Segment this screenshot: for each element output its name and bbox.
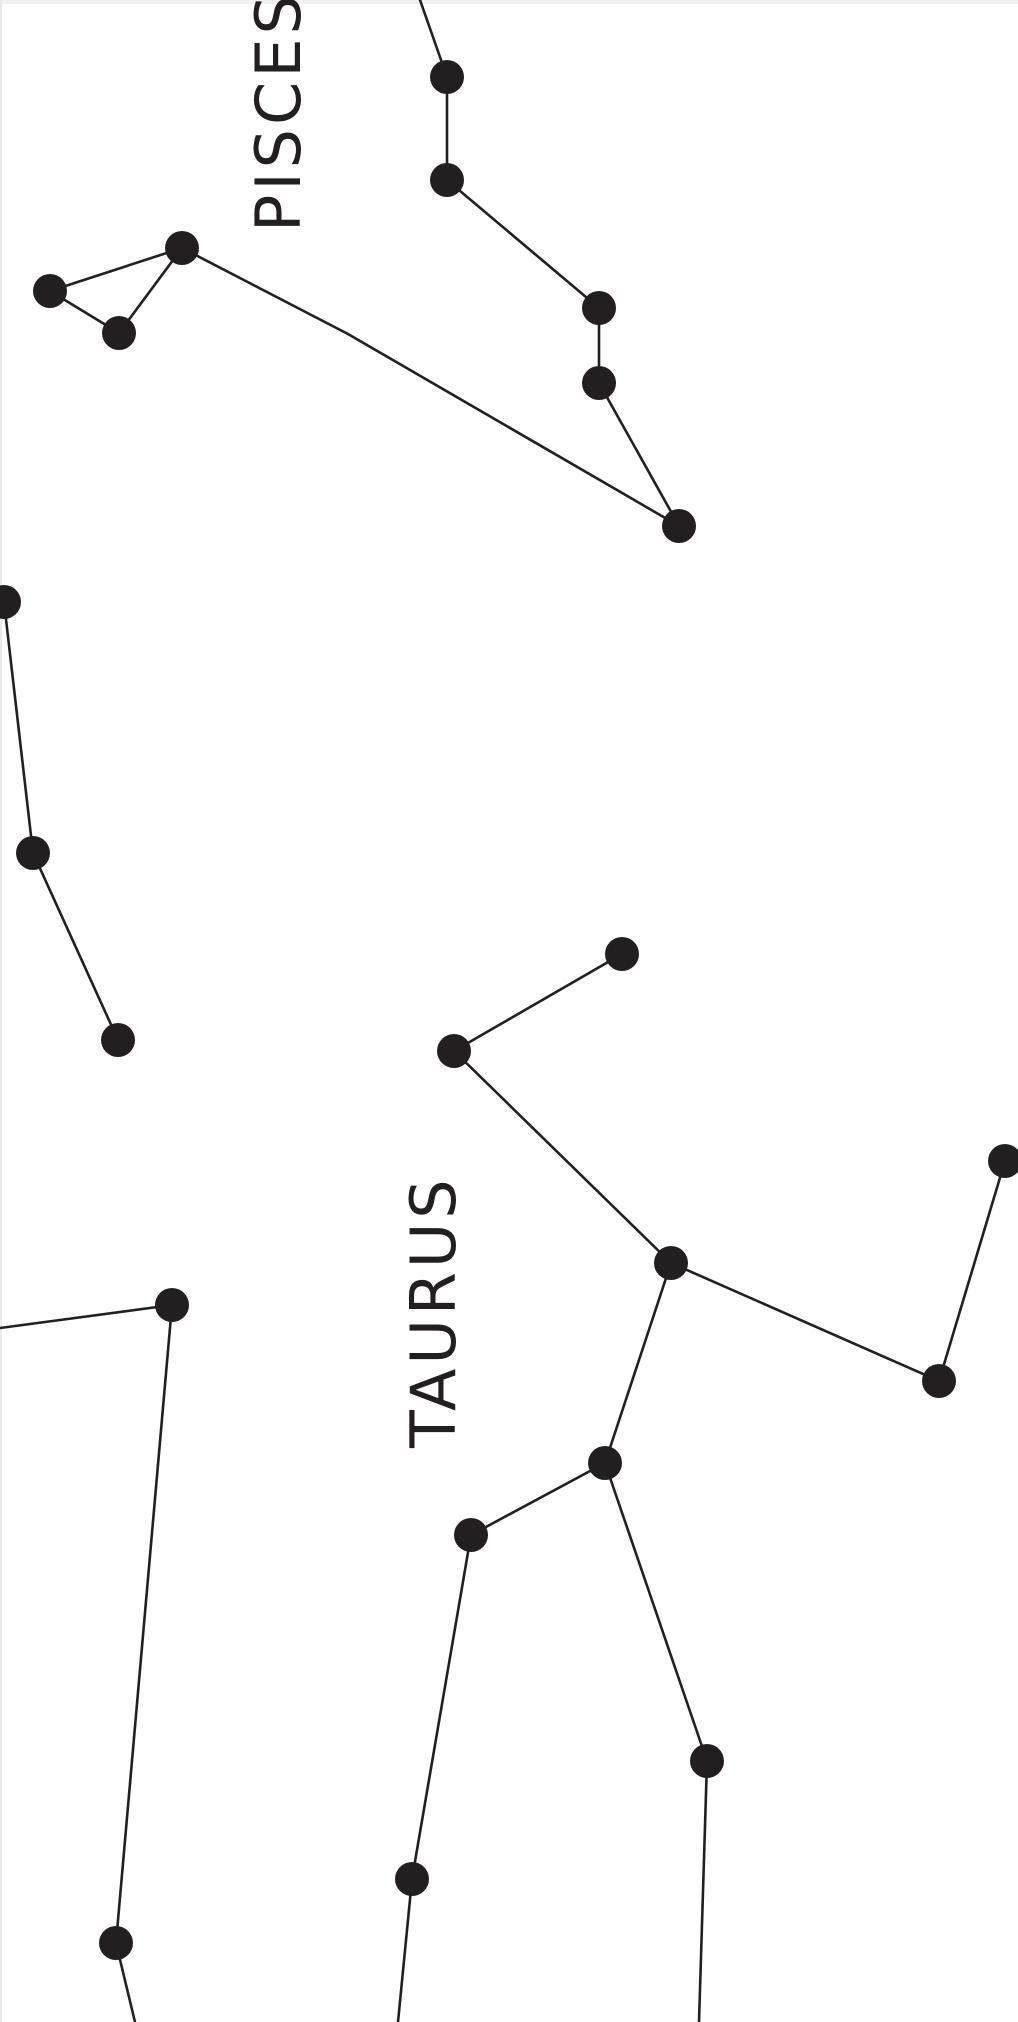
neighbor-star-4 <box>155 1288 189 1322</box>
top-edge-strip <box>0 0 1018 4</box>
taurus-star-7 <box>454 1518 488 1552</box>
pisces-label: PISCES <box>242 0 315 232</box>
pisces-star-8 <box>102 316 136 350</box>
pisces-star-7 <box>33 274 67 308</box>
taurus-connector-line-3 <box>671 1263 939 1381</box>
pisces-star-5 <box>662 509 696 543</box>
pisces-connector-line-3 <box>447 180 599 308</box>
neighbor-star-2 <box>16 836 50 870</box>
pisces-constellation: PISCES <box>33 0 696 543</box>
neighbor-connector-line-2 <box>33 853 118 1040</box>
neighbor-star-1 <box>0 585 21 619</box>
taurus-constellation: TAURUS <box>395 937 1018 2022</box>
taurus-star-8 <box>395 1862 429 1896</box>
taurus-star-5 <box>988 1144 1018 1178</box>
taurus-connector-line-2 <box>454 1051 671 1263</box>
taurus-star-3 <box>654 1246 688 1280</box>
taurus-star-6 <box>588 1446 622 1480</box>
taurus-connector-line-9 <box>605 1463 707 1761</box>
pisces-connector-line-8 <box>50 248 182 291</box>
taurus-connector-line-5 <box>605 1263 671 1463</box>
pisces-connector-line-6 <box>348 334 679 526</box>
taurus-label: TAURUS <box>397 1175 470 1449</box>
left-edge-strip <box>0 0 2 2022</box>
pisces-connector-line-5 <box>599 383 679 526</box>
taurus-star-2 <box>437 1034 471 1068</box>
pisces-star-4 <box>582 366 616 400</box>
neighboring-constellations <box>0 585 189 2022</box>
taurus-connector-line-4 <box>939 1161 1005 1381</box>
neighbor-star-3 <box>101 1023 135 1057</box>
neighbor-connector-line-1 <box>4 602 33 853</box>
pisces-star-6 <box>165 231 199 265</box>
pisces-star-3 <box>582 291 616 325</box>
taurus-connector-line-1 <box>454 954 622 1051</box>
taurus-star-9 <box>690 1744 724 1778</box>
neighbor-connector-line-4 <box>116 1305 172 1943</box>
neighbor-connector-line-3 <box>0 1305 172 1328</box>
taurus-connector-line-6 <box>471 1463 605 1535</box>
pisces-connector-line-7 <box>182 248 348 334</box>
taurus-star-4 <box>922 1364 956 1398</box>
taurus-connector-line-8 <box>398 1879 412 2022</box>
taurus-star-1 <box>605 937 639 971</box>
taurus-connector-line-10 <box>699 1761 707 2022</box>
pisces-star-2 <box>430 163 464 197</box>
pisces-star-1 <box>430 60 464 94</box>
neighbor-star-5 <box>99 1926 133 1960</box>
taurus-connector-line-7 <box>412 1535 471 1879</box>
